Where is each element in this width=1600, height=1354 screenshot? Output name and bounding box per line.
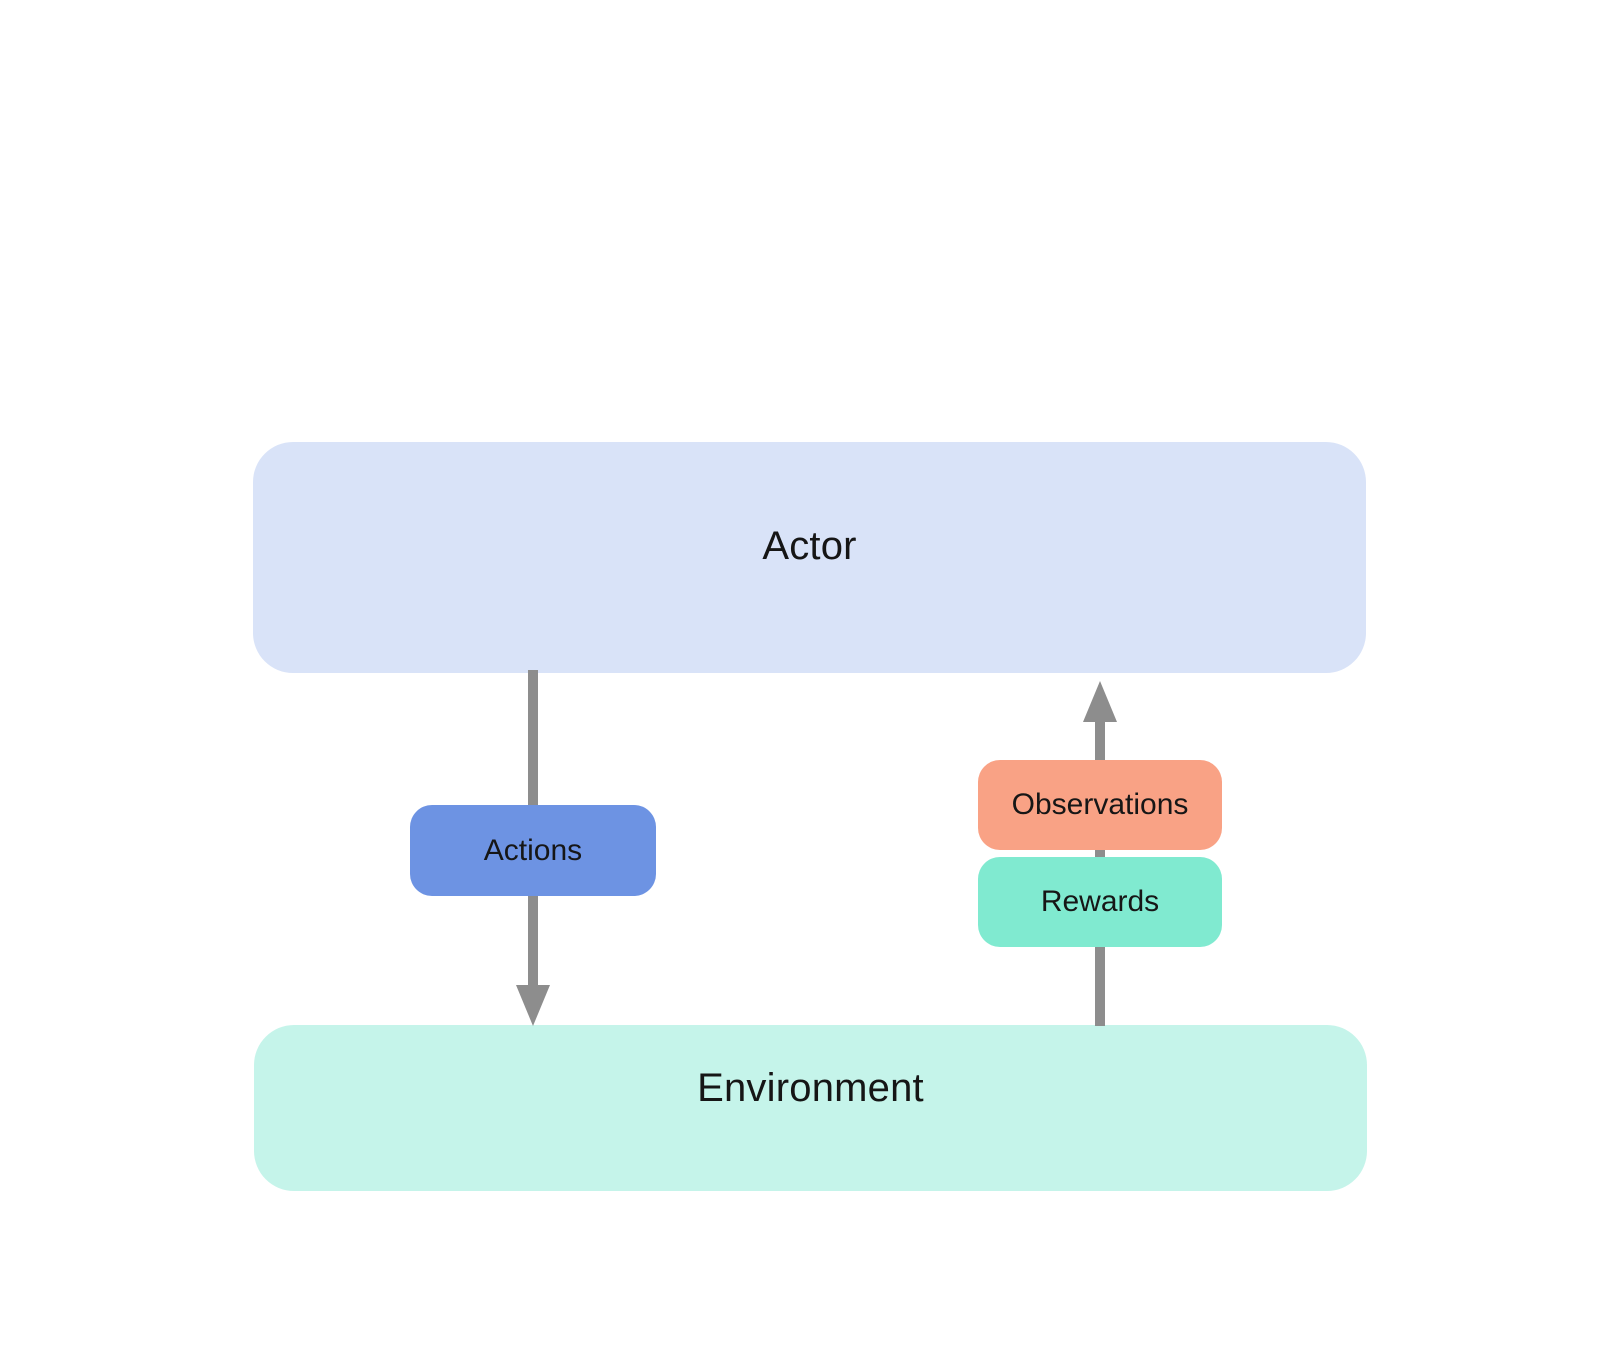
- observations-node: Observations: [978, 760, 1222, 850]
- actions-node: Actions: [410, 805, 656, 896]
- down-arrowhead-icon: [516, 985, 550, 1026]
- up-arrowhead-icon: [1083, 681, 1117, 722]
- rewards-label: Rewards: [1040, 885, 1160, 918]
- actor-label: Actor: [762, 524, 857, 568]
- environment-node: Environment: [254, 1025, 1367, 1191]
- actor-node: Actor: [253, 442, 1366, 673]
- environment-label: Environment: [697, 1065, 924, 1110]
- observations-label: Observations: [1011, 788, 1189, 821]
- actions-label: Actions: [483, 833, 583, 867]
- rewards-node: Rewards: [978, 857, 1222, 947]
- up-arrow: [1083, 681, 1117, 1026]
